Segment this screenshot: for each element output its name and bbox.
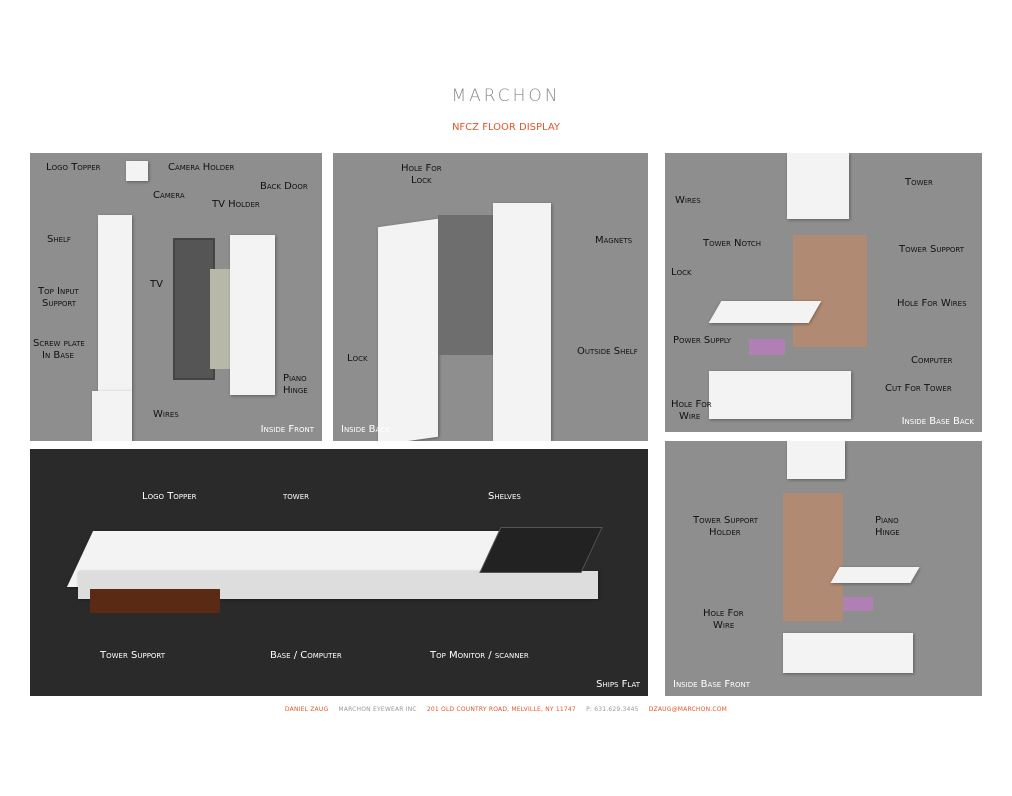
base-render <box>92 391 132 441</box>
brand-logo: MARCHON <box>451 86 561 106</box>
label: Tower <box>905 177 933 188</box>
panel-inside-base-front: Tower Support Holder Piano Hinge Hole Fo… <box>665 441 982 696</box>
label: Logo Topper <box>46 162 101 173</box>
tower-render <box>98 215 132 391</box>
label: Lock <box>411 175 432 186</box>
tower-support-render <box>793 235 867 347</box>
label: Piano <box>875 515 899 526</box>
lock-render <box>708 301 822 323</box>
panel-caption: Ships Flat <box>596 679 640 690</box>
door-render <box>378 218 438 441</box>
label: Tower Support <box>899 244 965 255</box>
label: Screw plate <box>33 338 85 349</box>
tower-support-render <box>783 493 843 621</box>
panel-render <box>438 215 498 355</box>
label: Wire <box>679 411 701 422</box>
label: Piano <box>283 373 307 384</box>
label: Wires <box>153 409 179 420</box>
label: Top Input <box>38 286 79 297</box>
logo-topper-render <box>126 161 148 181</box>
label: Power Supply <box>673 335 732 346</box>
tower-render <box>787 153 849 219</box>
tower-render <box>493 203 551 441</box>
panel-caption: Inside Back <box>341 424 390 435</box>
panel-caption: Inside Base Back <box>901 416 974 427</box>
label: Logo Topper <box>142 491 197 502</box>
hinge-render <box>830 567 920 583</box>
label: Camera <box>153 190 185 201</box>
label: Hole For Wires <box>897 298 967 309</box>
tower-render <box>787 441 845 479</box>
base-render <box>783 633 913 673</box>
label: Cut For Tower <box>885 383 952 394</box>
label: Lock <box>671 267 692 278</box>
computer-render <box>749 339 785 355</box>
label: Tower Support <box>100 650 166 661</box>
label: Support <box>42 298 77 309</box>
shelves-render <box>479 527 603 573</box>
label: Back Door <box>260 181 308 192</box>
label: Shelf <box>47 234 71 245</box>
panel-caption: Inside Base Front <box>673 679 751 690</box>
panel-caption: Inside Front <box>260 424 314 435</box>
footer-contact: DANIEL ZAUG MARCHON EYEWEAR INC 201 OLD … <box>0 706 1012 713</box>
label: TV <box>150 279 163 290</box>
panel-ships-flat: Logo Topper tower Shelves Tower Support … <box>30 449 648 696</box>
label: Hole For <box>671 399 712 410</box>
footer-phone: P: 631.629.3445 <box>586 706 639 713</box>
panel-inside-back: Hole For Lock Magnets Lock Outside Shelf… <box>333 153 648 441</box>
footer-company: MARCHON EYEWEAR INC <box>338 706 417 713</box>
label: Base / Computer <box>270 650 342 661</box>
tv-render <box>173 238 215 380</box>
label: Tower Support <box>693 515 759 526</box>
back-door-render <box>230 235 275 395</box>
label: Wires <box>675 195 701 206</box>
page-title: NFCZ FLOOR DISPLAY <box>451 122 561 133</box>
computer-render <box>843 597 873 611</box>
label: Hole For <box>401 163 442 174</box>
label: TV Holder <box>212 199 260 210</box>
label: Camera Holder <box>168 162 235 173</box>
base-render <box>709 371 851 419</box>
label: Wire <box>713 620 735 631</box>
label: Hinge <box>283 385 308 396</box>
label: Magnets <box>595 235 633 246</box>
label: Shelves <box>488 491 521 502</box>
label: In Base <box>42 350 74 361</box>
footer-email[interactable]: DZAUG@MARCHON.COM <box>648 706 728 713</box>
label: Lock <box>347 353 368 364</box>
footer-address: 201 OLD COUNTRY ROAD, MELVILLE, NY 11747 <box>426 706 576 713</box>
label: Tower Notch <box>703 238 762 249</box>
label: Hole For <box>703 608 744 619</box>
label: tower <box>283 491 309 502</box>
label: Hinge <box>875 527 900 538</box>
tower-support-render <box>90 589 220 613</box>
panel-inside-base-back: Tower Wires Tower Notch Tower Support Lo… <box>665 153 982 432</box>
label: Top Monitor / scanner <box>430 650 529 661</box>
label: Computer <box>911 355 953 366</box>
label: Outside Shelf <box>577 346 638 357</box>
footer-name: DANIEL ZAUG <box>284 706 329 713</box>
panel-inside-front: Logo Topper Camera Holder Camera Back Do… <box>30 153 322 441</box>
label: Holder <box>709 527 741 538</box>
